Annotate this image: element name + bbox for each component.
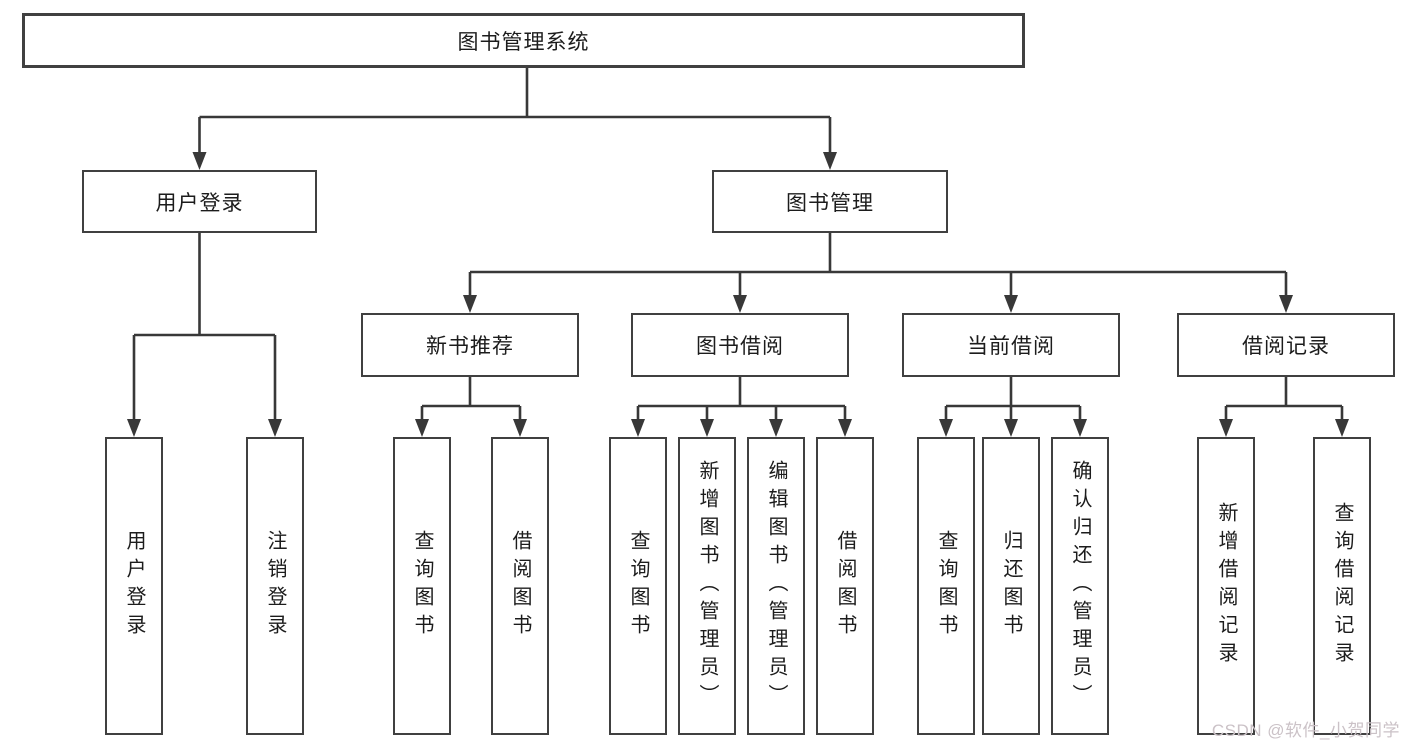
leaf-add-books-admin-label: 新增图书（管理员） [696,460,718,712]
leaf-query-books-3-label: 查询图书 [935,530,957,642]
leaf-edit-books-admin: 编辑图书（管理员） [747,437,805,735]
leaf-edit-books-admin-label: 编辑图书（管理员） [765,460,787,712]
leaf-add-books-admin: 新增图书（管理员） [678,437,736,735]
node-user-login: 用户登录 [82,170,317,233]
node-new-book-recommend: 新书推荐 [361,313,579,377]
leaf-return-books: 归还图书 [982,437,1040,735]
leaf-confirm-return-admin: 确认归还（管理员） [1051,437,1109,735]
connector-user-login-children [132,233,277,420]
leaf-logout: 注销登录 [246,437,304,735]
connector-borrow-record-children [1224,377,1344,420]
node-book-management-label: 图书管理 [786,191,874,215]
leaf-query-books-3: 查询图书 [917,437,975,735]
leaf-confirm-return-admin-label: 确认归还（管理员） [1069,460,1091,712]
node-borrow-records-label: 借阅记录 [1242,335,1330,358]
leaf-user-login-label: 用户登录 [123,530,145,642]
leaf-borrow-books-1: 借阅图书 [491,437,549,735]
leaf-user-login: 用户登录 [105,437,163,735]
node-current-borrow: 当前借阅 [902,313,1120,377]
leaf-logout-label: 注销登录 [264,530,286,642]
connector-current-borrow-children [944,377,1082,420]
connector-book-management-children [468,233,1288,296]
node-new-book-recommend-label: 新书推荐 [426,335,514,358]
arrowheads [127,152,1349,437]
node-root: 图书管理系统 [22,13,1025,68]
leaf-query-books-1: 查询图书 [393,437,451,735]
leaf-query-borrow-record: 查询借阅记录 [1313,437,1371,735]
node-root-label: 图书管理系统 [457,30,590,54]
leaf-query-books-2-label: 查询图书 [627,530,649,642]
leaf-borrow-books-2: 借阅图书 [816,437,874,735]
node-book-borrow: 图书借阅 [631,313,849,377]
node-borrow-records: 借阅记录 [1177,313,1395,377]
leaf-query-books-1-label: 查询图书 [411,530,433,642]
leaf-return-books-label: 归还图书 [1000,530,1022,642]
connector-book-borrow-children [636,377,847,420]
leaf-borrow-books-1-label: 借阅图书 [509,530,531,642]
leaf-add-borrow-record-label: 新增借阅记录 [1215,502,1237,670]
leaf-add-borrow-record: 新增借阅记录 [1197,437,1255,735]
node-current-borrow-label: 当前借阅 [967,335,1055,358]
connector-root-to-level2 [198,68,832,153]
node-book-borrow-label: 图书借阅 [696,335,784,358]
leaf-borrow-books-2-label: 借阅图书 [834,530,856,642]
watermark: CSDN @软件_小贺同学 [1211,721,1400,740]
node-book-management: 图书管理 [712,170,948,233]
connector-new-book-children [420,377,522,420]
node-user-login-label: 用户登录 [155,191,244,215]
leaf-query-books-2: 查询图书 [609,437,667,735]
leaf-query-borrow-record-label: 查询借阅记录 [1331,502,1353,670]
